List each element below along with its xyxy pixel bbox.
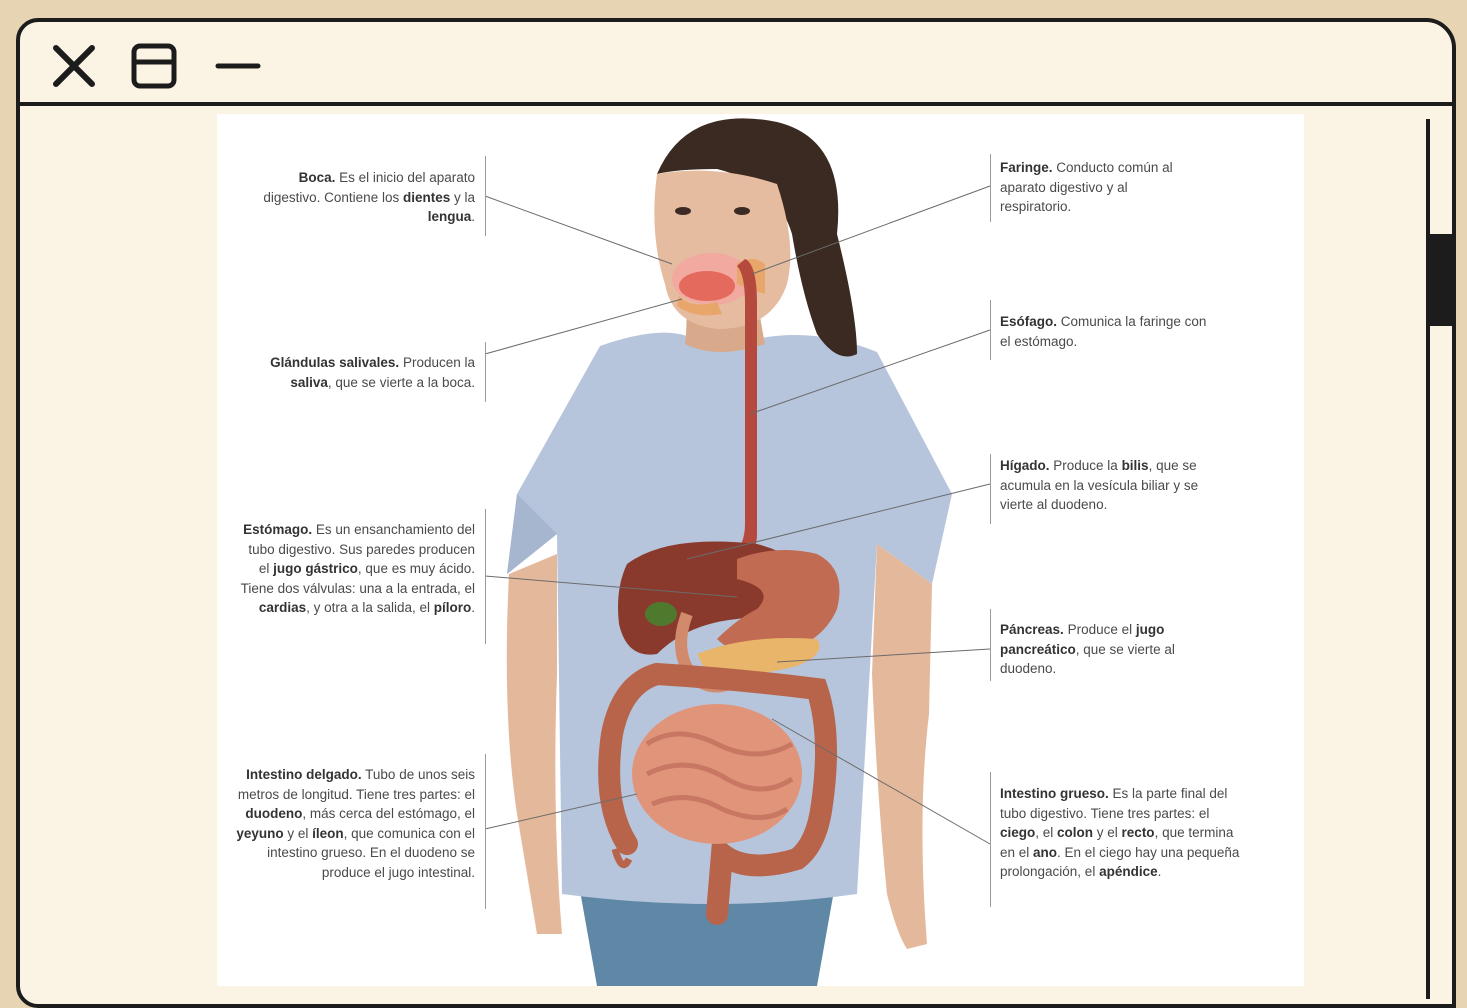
caption-term: dientes <box>403 190 450 205</box>
caption-faringe: Faringe. Conducto común al aparato diges… <box>1000 158 1190 217</box>
caption-title: Esófago. <box>1000 314 1057 329</box>
caption-title: Intestino delgado. <box>246 767 362 782</box>
close-icon[interactable] <box>48 40 100 92</box>
caption-term: apéndice <box>1099 864 1158 879</box>
caption-divider <box>990 154 991 222</box>
caption-term: saliva <box>290 375 328 390</box>
caption-term: yeyuno <box>236 826 283 841</box>
caption-title: Intestino grueso. <box>1000 786 1109 801</box>
caption-title: Glándulas salivales. <box>270 355 399 370</box>
caption-higado: Hígado. Produce la bilis, que se acumula… <box>1000 456 1210 515</box>
caption-title: Hígado. <box>1000 458 1050 473</box>
caption-term: lengua <box>428 209 472 224</box>
scrollbar[interactable] <box>1426 119 1452 999</box>
caption-divider <box>485 156 486 236</box>
caption-glandulas-salivales: Glándulas salivales. Producen la saliva,… <box>245 353 475 392</box>
caption-term: colon <box>1057 825 1093 840</box>
caption-intestino-delgado: Intestino delgado. Tubo de unos seis met… <box>235 765 475 882</box>
caption-title: Páncreas. <box>1000 622 1064 637</box>
window-icon[interactable] <box>128 40 180 92</box>
caption-estomago: Estómago. Es un ensanchamiento del tubo … <box>237 520 475 618</box>
minimize-icon[interactable] <box>212 40 264 92</box>
caption-divider <box>990 300 991 360</box>
caption-term: cardias <box>259 600 306 615</box>
caption-boca: Boca. Es el inicio del aparato digestivo… <box>257 168 475 227</box>
caption-pancreas: Páncreas. Produce el jugo pancreático, q… <box>1000 620 1180 679</box>
caption-term: duodeno <box>245 806 302 821</box>
caption-divider <box>485 509 486 644</box>
caption-term: íleon <box>312 826 344 841</box>
caption-term: recto <box>1122 825 1155 840</box>
caption-term: bilis <box>1122 458 1149 473</box>
caption-divider <box>485 342 486 402</box>
caption-intestino-grueso: Intestino grueso. Es la parte final del … <box>1000 784 1245 882</box>
caption-term: ciego <box>1000 825 1035 840</box>
caption-title: Estómago. <box>243 522 312 537</box>
caption-title: Faringe. <box>1000 160 1053 175</box>
title-bar <box>20 22 1452 106</box>
scrollbar-thumb[interactable] <box>1430 234 1452 326</box>
caption-term: jugo gástrico <box>273 561 358 576</box>
caption-esofago: Esófago. Comunica la faringe con el estó… <box>1000 312 1215 351</box>
caption-term: ano <box>1033 845 1057 860</box>
caption-divider <box>990 454 991 524</box>
caption-term: píloro <box>434 600 472 615</box>
digestive-system-figure: Boca. Es el inicio del aparato digestivo… <box>217 114 1304 986</box>
caption-divider <box>990 609 991 681</box>
app-window: Boca. Es el inicio del aparato digestivo… <box>16 18 1456 1008</box>
caption-divider <box>990 772 991 907</box>
caption-divider <box>485 754 486 909</box>
caption-title: Boca. <box>299 170 336 185</box>
